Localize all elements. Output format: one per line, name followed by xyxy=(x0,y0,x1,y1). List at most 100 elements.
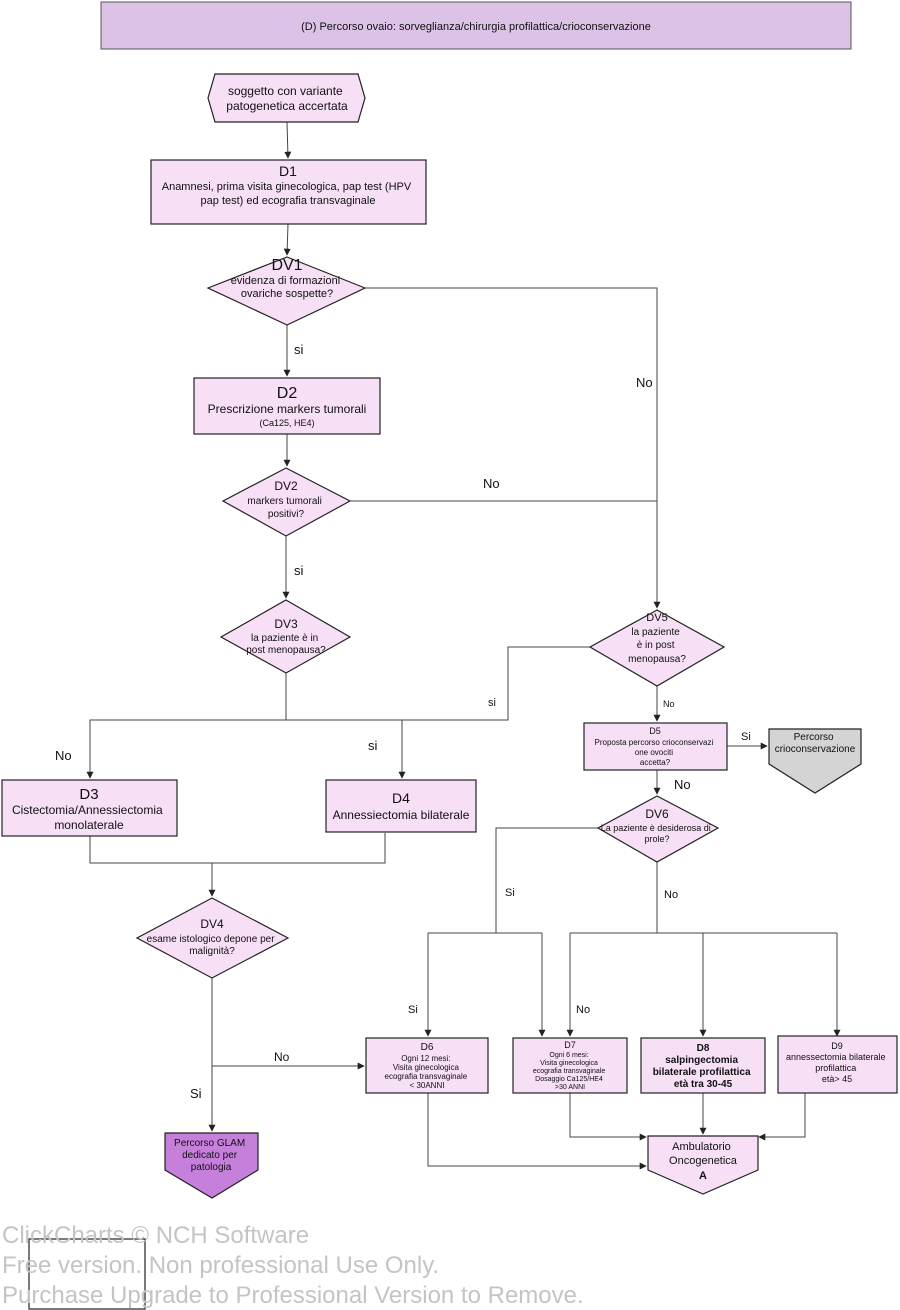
edge-label-dv2-no: No xyxy=(483,476,500,491)
edge-label-dv5-no: No xyxy=(663,699,675,709)
edge-label-d5-no: No xyxy=(674,777,691,792)
node-dv4-line-1: esame istologico depone per xyxy=(147,934,276,945)
title-text: (D) Percorso ovaio: sorveglianza/chirurg… xyxy=(301,21,651,33)
node-dv6-id: DV6 xyxy=(645,807,669,821)
node-d3-id: D3 xyxy=(79,786,98,803)
node-d7-line-2: Visita ginecologica xyxy=(540,1060,598,1067)
edge-label-dv2-si: si xyxy=(294,563,304,578)
node-d7-id: D7 xyxy=(564,1040,576,1050)
node-dv6-line-1: La paziente è desiderosa di xyxy=(601,823,711,833)
node-d9-line-1: annessectomia bilaterale xyxy=(786,1052,886,1062)
node-glam-line-1: Percorso GLAM xyxy=(174,1138,245,1149)
node-dv4-id: DV4 xyxy=(200,917,224,931)
edge-label-dv4-no: No xyxy=(274,1050,290,1064)
edge-label-dv4-si: Si xyxy=(190,1086,202,1101)
node-d8-line-1: salpingectomia xyxy=(665,1055,738,1066)
node-d3-line-1: Cistectomia/Annessiectomia xyxy=(12,803,163,817)
node-dv1-line-2: ovariche sospette? xyxy=(241,288,333,300)
watermark-line-3: Purchase Upgrade to Professional Version… xyxy=(2,1282,584,1309)
node-start-line-2: patogenetica accertata xyxy=(226,99,348,113)
node-d6-id: D6 xyxy=(421,1042,434,1053)
edge-label-d6-si: Si xyxy=(408,1004,418,1016)
node-dv1: DV1 evidenza di formazioni ovariche sosp… xyxy=(206,256,367,326)
node-dv6: DV6 La paziente è desiderosa di prole? xyxy=(596,795,720,863)
node-dv3-line-1: la paziente è in xyxy=(251,633,318,644)
node-dv5-line-2: è in post xyxy=(637,640,675,651)
svg-text:Proposta percorso crioconserva: Proposta percorso crioconservazi one ovo… xyxy=(595,738,716,767)
svg-text:esame istologico depone per: esame istologico depone per malignità? xyxy=(147,934,278,957)
edge-label-d5-si: Si xyxy=(741,731,751,743)
node-d4-id: D4 xyxy=(392,790,410,806)
node-d5-id: D5 xyxy=(649,726,661,736)
svg-text:Percorso GLAM dedicato: Percorso GLAM dedicato per patologia xyxy=(174,1138,248,1173)
node-d8-line-3: età tra 30-45 xyxy=(674,1079,733,1090)
node-d6-line-2: Visita ginecologica xyxy=(393,1063,460,1072)
node-d2: D2 Prescrizione markers tumorali (Ca125,… xyxy=(193,377,381,435)
node-d7-line-5: >30 ANNI xyxy=(555,1084,585,1091)
node-dv5-line-3: menopausa? xyxy=(628,654,686,665)
node-dv2: DV2 markers tumorali positivi? xyxy=(221,467,352,537)
node-d1-line-1: Anamnesi, prima visita ginecologica, pap… xyxy=(162,181,412,193)
svg-text:Ogni 12 mesi: Visita gin: Ogni 12 mesi: Visita ginecologica ecogra… xyxy=(385,1054,470,1090)
svg-text:Ambulatorio Oncogenetica: Ambulatorio Oncogenetica xyxy=(669,1141,738,1167)
node-ambulatorio: Ambulatorio Oncogenetica A xyxy=(647,1135,759,1195)
edge-label-dv5-si: si xyxy=(488,697,496,709)
node-d1: D1 Anamnesi, prima visita ginecologica, … xyxy=(150,159,427,225)
node-d9-id: D9 xyxy=(831,1041,843,1051)
node-dv4-line-2: malignità? xyxy=(189,946,235,957)
node-d5-line-2: one ovociti xyxy=(635,748,673,757)
node-d2-line-2: (Ca125, HE4) xyxy=(259,418,314,428)
svg-text:Ogni 6 mesi: Visita gine: Ogni 6 mesi: Visita ginecologica ecograf… xyxy=(533,1052,607,1091)
edge-label-dv3-si: si xyxy=(368,738,378,753)
edge-label-dv6-no: No xyxy=(664,889,678,901)
node-dv3-line-2: post menopausa? xyxy=(246,645,326,656)
node-amb-line-1: Ambulatorio xyxy=(672,1141,731,1153)
node-amb-line-3: A xyxy=(699,1170,707,1182)
node-d6-line-1: Ogni 12 mesi: xyxy=(401,1054,450,1063)
node-d5: D5 Proposta percorso crioconservazi one … xyxy=(583,722,728,771)
node-d4: D4 Annessiectomia bilaterale xyxy=(325,779,477,833)
node-dv3: DV3 la paziente è in post menopausa? xyxy=(219,599,352,674)
node-d8: D8 salpingectomia bilaterale profilattic… xyxy=(640,1037,766,1094)
svg-text:la paziente è in post: la paziente è in post menopausa? xyxy=(628,627,686,665)
node-d7: D7 Ogni 6 mesi: Visita ginecologica ecog… xyxy=(512,1037,628,1094)
node-dv6-line-2: prole? xyxy=(644,834,669,844)
edge-label-dv3-no: No xyxy=(55,748,72,763)
node-d9-line-3: età> 45 xyxy=(822,1074,852,1084)
svg-text:la paziente è in post me: la paziente è in post menopausa? xyxy=(246,633,326,656)
svg-text:La paziente è desiderosa di: La paziente è desiderosa di prole? xyxy=(601,823,714,844)
node-d3: D3 Cistectomia/Annessiectomia monolatera… xyxy=(1,779,178,837)
node-dv5: DV5 la paziente è in post menopausa? xyxy=(588,609,726,687)
node-d2-id: D2 xyxy=(277,385,298,402)
node-dv2-line-2: positivi? xyxy=(268,509,305,520)
watermark: ClickCharts © NCH Software Free version.… xyxy=(2,1222,584,1310)
node-glam-line-3: patologia xyxy=(191,1162,232,1173)
watermark-line-1: ClickCharts © NCH Software xyxy=(2,1222,309,1249)
svg-text:Anamnesi, prima visita ginecol: Anamnesi, prima visita ginecologica, pap… xyxy=(162,181,415,207)
node-start-line-1: soggetto con variante xyxy=(228,84,343,98)
svg-text:soggetto con variante p: soggetto con variante patogenetica accer… xyxy=(226,84,348,113)
node-d4-line-1: Annessiectomia bilaterale xyxy=(333,808,470,822)
node-d9-line-2: profilattica xyxy=(815,1063,856,1073)
node-d5-line-3: accetta? xyxy=(640,758,671,767)
svg-text:Percorso crioconservazio: Percorso crioconservazione xyxy=(775,732,856,755)
watermark-box xyxy=(28,1238,146,1310)
svg-text:Cistectomia/Annessiectomia: Cistectomia/Annessiectomia monolaterale xyxy=(12,803,166,832)
node-glam-line-2: dedicato per xyxy=(182,1150,238,1161)
node-d6-line-4: < 30ANNI xyxy=(410,1081,445,1090)
node-d7-line-3: ecografia transvaginale xyxy=(533,1068,605,1075)
node-amb-line-2: Oncogenetica xyxy=(669,1155,738,1167)
node-d6-line-3: ecografia transvaginale xyxy=(385,1072,468,1081)
connectors xyxy=(86,121,841,1170)
node-d3-line-2: monolaterale xyxy=(54,818,124,832)
svg-text:annessectomia bilaterale: annessectomia bilaterale profilattica et… xyxy=(786,1052,888,1084)
node-crio: Percorso crioconservazione xyxy=(768,728,862,794)
node-d9: D9 annessectomia bilaterale profilattica… xyxy=(777,1035,898,1094)
svg-text:markers tumorali positiv: markers tumorali positivi? xyxy=(247,496,324,520)
node-d5-line-1: Proposta percorso crioconservazi xyxy=(595,738,714,747)
svg-text:salpingectomia bilateral: salpingectomia bilaterale profilattica e… xyxy=(653,1055,754,1090)
node-d1-id: D1 xyxy=(279,163,297,179)
node-crio-line-1: Percorso xyxy=(794,732,834,743)
edge-labels: si No No si No si si No Si No Si No Si N… xyxy=(55,342,751,1101)
